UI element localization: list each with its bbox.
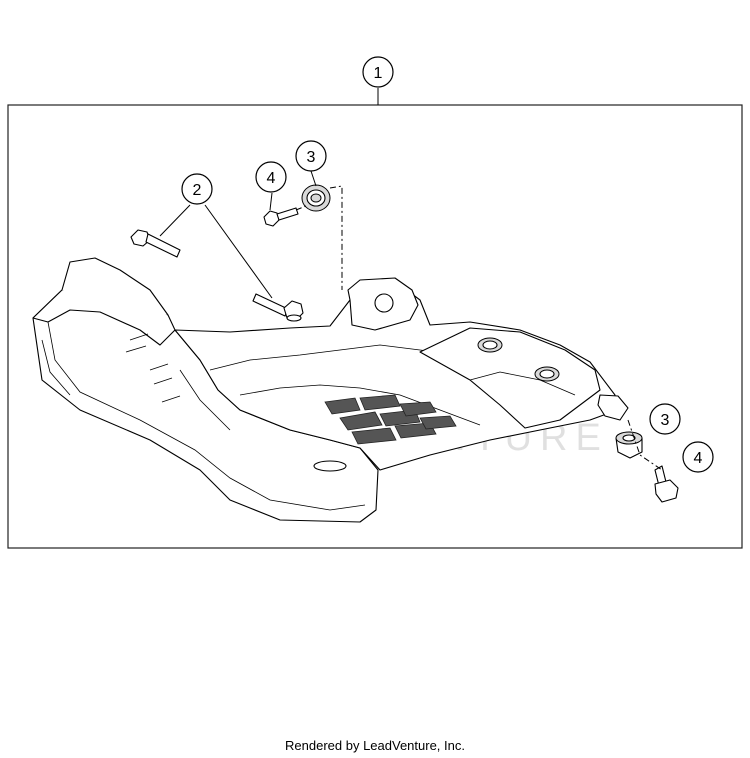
floor-grille bbox=[324, 394, 457, 445]
footer-credit: Rendered by LeadVenture, Inc. bbox=[285, 738, 465, 753]
leader-2b bbox=[204, 204, 273, 299]
svg-text:3: 3 bbox=[307, 149, 316, 166]
callout-4-lower: 4 bbox=[682, 441, 714, 473]
diagram-frame bbox=[7, 104, 743, 549]
leader-3-upper bbox=[310, 170, 317, 187]
leader-4-upper bbox=[269, 192, 273, 211]
svg-text:1: 1 bbox=[374, 65, 383, 82]
svg-text:2: 2 bbox=[193, 182, 202, 199]
screw-lower bbox=[654, 465, 679, 503]
svg-text:4: 4 bbox=[694, 450, 703, 467]
svg-text:3: 3 bbox=[661, 412, 670, 429]
assembly-line-upper bbox=[329, 185, 343, 290]
svg-text:4: 4 bbox=[267, 170, 276, 187]
grommet-lower bbox=[615, 431, 643, 459]
screw-upper bbox=[263, 207, 299, 227]
assembly-line-screw bbox=[295, 205, 307, 211]
callout-3-lower: 3 bbox=[649, 403, 681, 435]
callout-1: 1 bbox=[362, 56, 394, 88]
bolt-lower bbox=[252, 293, 304, 322]
assembly-line-lower bbox=[627, 419, 663, 471]
callout-2: 2 bbox=[181, 173, 213, 205]
grommet-upper bbox=[301, 184, 331, 212]
bolt-upper bbox=[130, 229, 181, 258]
callout-3-upper: 3 bbox=[295, 140, 327, 172]
callout-4-upper: 4 bbox=[255, 161, 287, 193]
skid-plate bbox=[32, 257, 629, 523]
leader-2a bbox=[159, 204, 191, 237]
